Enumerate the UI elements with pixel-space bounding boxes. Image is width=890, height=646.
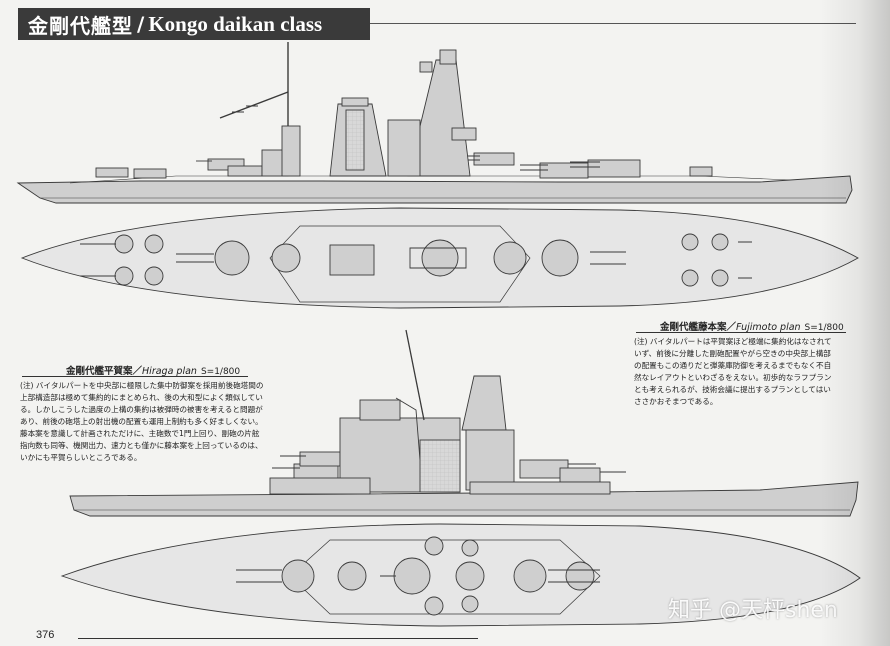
title-japanese: 金剛代艦型 [28,13,133,38]
fujimoto-note-line: ささかおそまつである。 [634,397,718,406]
fujimoto-note-line: いず、前後に分離した副砲配置やがら空きの中央部上構部 [634,349,831,358]
hiraga-note-line: あり、前後の砲塔上の射出機の配置も運用上制約も多く好ましくない。 [20,417,263,426]
title-separator: / [137,12,145,36]
watermark-text: 知乎 @天枰shen [668,598,838,623]
hiraga-note-line: 上部構造部は極めて集約的にまとめられ、後の大和型によく類似してい [20,393,263,402]
fujimoto-note-line: とも考えられるが、技術会議に提出するプランとしてはい [634,385,831,394]
fujimoto-caption-rule [636,332,846,333]
fujimoto-note-line: 然なレイアウトといわざるをえない。初歩的なラフプラン [634,373,832,382]
title-banner: 金剛代艦型 / Kongo daikan class [18,8,370,40]
fujimoto-scale: S=1/800 [804,323,844,333]
fujimoto-side-profile [16,42,853,204]
hiraga-note: (注) バイタルパートを中央部に極限した集中防御案を採用前後砲塔間の 上部構造部… [20,380,263,464]
fujimoto-top-view [20,207,859,309]
hiraga-scale: S=1/800 [200,367,241,377]
hiraga-title-en: Hiraga plan [142,366,197,377]
hiraga-title-sep: ／ [132,366,143,377]
hiraga-note-line: (注) バイタルパートを中央部に極限した集中防御案を採用前後砲塔間の [20,381,264,390]
fujimoto-note-line: の配置もこの通りだと弾薬庫防御を考えるまでもなく不自 [634,361,832,370]
page-number: 376 [36,629,55,641]
hiraga-note-line: 指向数も同等、機関出力、速力とも僅かに藤本案を上回っているのは、 [20,441,263,450]
fujimoto-title-en: Fujimoto plan [736,322,801,333]
hiraga-caption-rule [22,376,248,377]
title-rule [370,23,856,24]
fujimoto-note: (注) バイタルパートは平賀案ほど極端に集約化はなされて いず、前後に分離した副… [634,336,832,408]
hiraga-note-line: いかにも平賀らしいところである。 [20,453,142,462]
fujimoto-title-sep: ／ [726,322,737,333]
hiraga-note-line: る。しかしこうした過度の上構の集約は被弾時の被害を考えると問題が [20,405,263,414]
hiraga-title-jp: 金剛代艦平賀案 [66,366,133,377]
hiraga-note-line: 藤本案を意識して計画されただけに、主砲数で1門上回り、副砲の片舷 [20,429,260,438]
hiraga-side-profile [69,329,859,517]
page-number-rule [78,638,478,639]
fujimoto-title-jp: 金剛代艦藤本案 [660,322,727,333]
hiraga-top-view [60,523,861,627]
title-english: Kongo daikan class [148,11,323,36]
fujimoto-note-line: (注) バイタルパートは平賀案ほど極端に集約化はなされて [634,337,832,346]
